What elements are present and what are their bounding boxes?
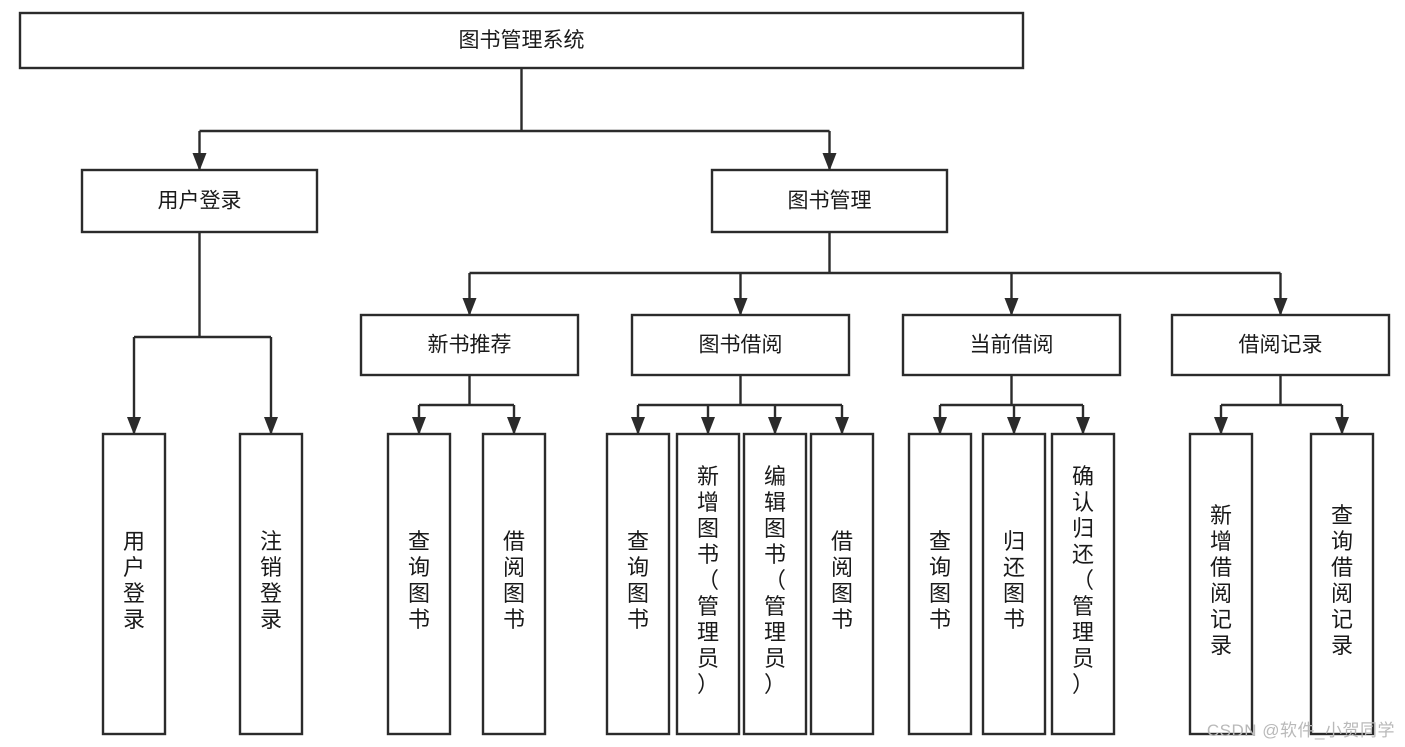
node-borrow-record-label: 借阅记录 bbox=[1239, 334, 1323, 357]
branch-root bbox=[192, 68, 837, 171]
node-leaf-user-login-label: 用户登录 bbox=[123, 529, 145, 632]
node-new-book-rec[interactable]: 新书推荐 bbox=[359, 313, 580, 377]
node-leaf-borrow-book[interactable]: 借阅图书 bbox=[809, 432, 875, 736]
node-current-borrow[interactable]: 当前借阅 bbox=[901, 313, 1122, 377]
node-leaf-confirm-return-label: 确认归还（管理员） bbox=[1072, 464, 1094, 697]
node-leaf-query-book-current-box[interactable] bbox=[907, 432, 973, 736]
node-leaf-edit-book[interactable]: 编辑图书（管理员） bbox=[742, 432, 808, 736]
arrow-head-icon bbox=[264, 417, 278, 435]
node-leaf-query-book-rec[interactable]: 查询图书 bbox=[386, 432, 452, 736]
arrow-head-icon bbox=[835, 417, 849, 435]
node-leaf-borrow-book-rec-label: 借阅图书 bbox=[503, 529, 525, 632]
arrow-head-icon bbox=[768, 417, 782, 435]
node-user-login-label: 用户登录 bbox=[158, 190, 242, 213]
node-leaf-user-login[interactable]: 用户登录 bbox=[101, 432, 167, 736]
node-current-borrow-box[interactable] bbox=[901, 313, 1122, 377]
node-leaf-query-borrow-record-label: 查询借阅记录 bbox=[1331, 503, 1353, 658]
branch-new-book-rec bbox=[412, 375, 521, 435]
branch-user-login bbox=[127, 232, 278, 435]
node-leaf-borrow-book-label: 借阅图书 bbox=[831, 529, 853, 632]
node-leaf-borrow-book-box[interactable] bbox=[809, 432, 875, 736]
node-leaf-query-borrow-record-box[interactable] bbox=[1309, 432, 1375, 736]
node-leaf-return-book-box[interactable] bbox=[981, 432, 1047, 736]
node-leaf-return-book-label: 归还图书 bbox=[1003, 529, 1025, 632]
arrow-head-icon bbox=[1214, 417, 1228, 435]
node-leaf-query-book-borrow[interactable]: 查询图书 bbox=[605, 432, 671, 736]
arrow-head-icon bbox=[1335, 417, 1349, 435]
node-root-system-box[interactable] bbox=[18, 11, 1025, 70]
node-new-book-rec-label: 新书推荐 bbox=[428, 334, 512, 357]
node-leaf-borrow-book-rec-box[interactable] bbox=[481, 432, 547, 736]
node-leaf-add-book-box[interactable] bbox=[675, 432, 741, 736]
arrow-head-icon bbox=[631, 417, 645, 435]
arrow-head-icon bbox=[127, 417, 141, 435]
node-leaf-add-borrow-record-box[interactable] bbox=[1188, 432, 1254, 736]
node-leaf-edit-book-box[interactable] bbox=[742, 432, 808, 736]
node-root-system[interactable]: 图书管理系统 bbox=[18, 11, 1025, 70]
connector-layer bbox=[127, 68, 1349, 435]
node-user-login-box[interactable] bbox=[80, 168, 319, 234]
node-borrow-record[interactable]: 借阅记录 bbox=[1170, 313, 1391, 377]
node-current-borrow-label: 当前借阅 bbox=[970, 334, 1054, 357]
node-leaf-query-book-current[interactable]: 查询图书 bbox=[907, 432, 973, 736]
branch-borrow-record bbox=[1214, 375, 1349, 435]
node-layer: 图书管理系统用户登录图书管理新书推荐图书借阅当前借阅借阅记录用户登录注销登录查询… bbox=[18, 11, 1391, 736]
arrow-head-icon bbox=[1076, 417, 1090, 435]
node-root-system-label: 图书管理系统 bbox=[459, 29, 585, 52]
node-book-manage-label: 图书管理 bbox=[788, 190, 872, 213]
node-leaf-query-book-rec-box[interactable] bbox=[386, 432, 452, 736]
node-leaf-add-book-label: 新增图书（管理员） bbox=[697, 464, 719, 697]
node-book-borrow-box[interactable] bbox=[630, 313, 851, 377]
node-leaf-logout-label: 注销登录 bbox=[260, 529, 282, 632]
node-leaf-query-borrow-record[interactable]: 查询借阅记录 bbox=[1309, 432, 1375, 736]
arrow-head-icon bbox=[933, 417, 947, 435]
arrow-head-icon bbox=[701, 417, 715, 435]
node-borrow-record-box[interactable] bbox=[1170, 313, 1391, 377]
arrow-head-icon bbox=[1004, 298, 1019, 316]
node-leaf-logout[interactable]: 注销登录 bbox=[238, 432, 304, 736]
arrow-head-icon bbox=[462, 298, 477, 316]
node-leaf-confirm-return-box[interactable] bbox=[1050, 432, 1116, 736]
node-leaf-add-borrow-record[interactable]: 新增借阅记录 bbox=[1188, 432, 1254, 736]
node-leaf-query-book-rec-label: 查询图书 bbox=[408, 529, 430, 632]
node-leaf-logout-box[interactable] bbox=[238, 432, 304, 736]
branch-current-borrow bbox=[933, 375, 1090, 435]
arrow-head-icon bbox=[1007, 417, 1021, 435]
node-leaf-query-book-borrow-label: 查询图书 bbox=[627, 529, 649, 632]
node-leaf-user-login-box[interactable] bbox=[101, 432, 167, 736]
branch-book-borrow bbox=[631, 375, 849, 435]
node-book-manage[interactable]: 图书管理 bbox=[710, 168, 949, 234]
arrow-head-icon bbox=[412, 417, 426, 435]
node-book-borrow-label: 图书借阅 bbox=[699, 334, 783, 357]
arrow-head-icon bbox=[733, 298, 748, 316]
node-leaf-add-book[interactable]: 新增图书（管理员） bbox=[675, 432, 741, 736]
node-leaf-return-book[interactable]: 归还图书 bbox=[981, 432, 1047, 736]
branch-book-manage bbox=[462, 232, 1288, 316]
node-leaf-query-book-borrow-box[interactable] bbox=[605, 432, 671, 736]
node-book-manage-box[interactable] bbox=[710, 168, 949, 234]
node-leaf-edit-book-label: 编辑图书（管理员） bbox=[764, 464, 786, 697]
node-book-borrow[interactable]: 图书借阅 bbox=[630, 313, 851, 377]
node-leaf-add-borrow-record-label: 新增借阅记录 bbox=[1210, 503, 1232, 658]
arrow-head-icon bbox=[507, 417, 521, 435]
arrow-head-icon bbox=[822, 153, 837, 171]
node-leaf-confirm-return[interactable]: 确认归还（管理员） bbox=[1050, 432, 1116, 736]
node-new-book-rec-box[interactable] bbox=[359, 313, 580, 377]
node-leaf-query-book-current-label: 查询图书 bbox=[929, 529, 951, 632]
arrow-head-icon bbox=[192, 153, 207, 171]
node-leaf-borrow-book-rec[interactable]: 借阅图书 bbox=[481, 432, 547, 736]
arrow-head-icon bbox=[1273, 298, 1288, 316]
node-user-login[interactable]: 用户登录 bbox=[80, 168, 319, 234]
